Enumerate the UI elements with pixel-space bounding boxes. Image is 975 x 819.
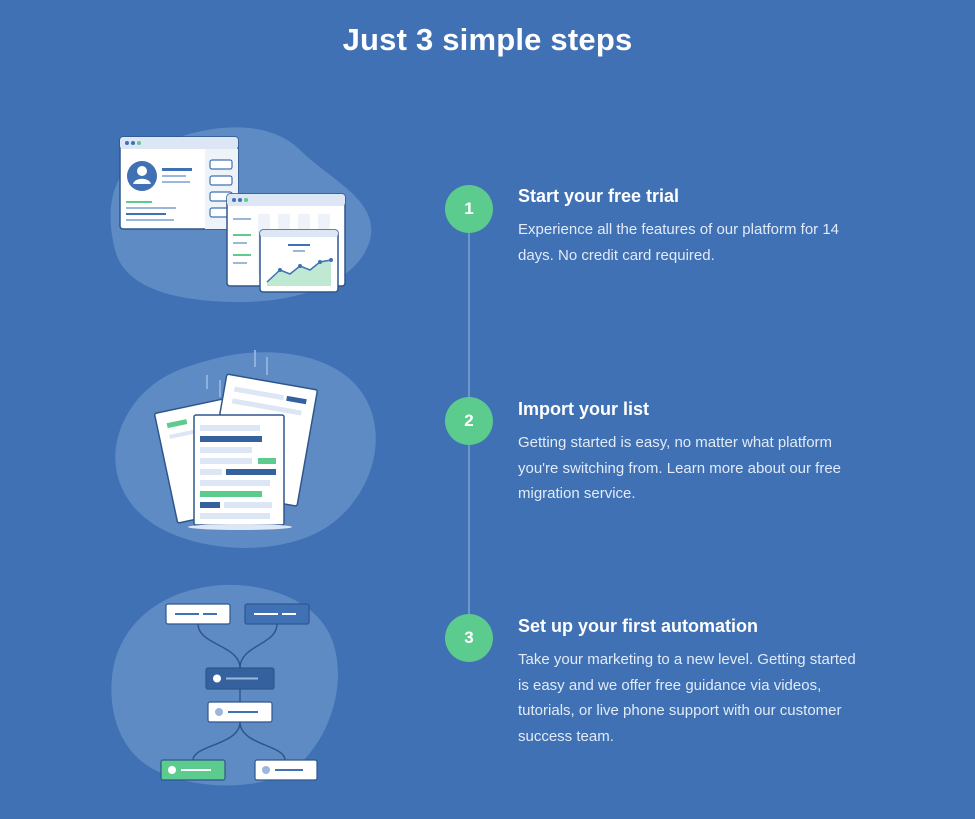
step-3-content: Set up your first automation Take your m…	[518, 614, 863, 749]
motion-lines	[206, 350, 268, 397]
automation-flow-illustration	[111, 584, 338, 786]
step-1-description: Experience all the features of our platf…	[518, 221, 840, 264]
document-stack-illustration	[115, 350, 376, 548]
flow-node-action-2	[207, 701, 273, 723]
page-title: Just 3 simple steps	[342, 22, 633, 57]
dashboard-windows-illustration	[110, 127, 372, 302]
flow-node-outcome-2	[254, 759, 318, 781]
flow-node-action-1	[205, 667, 275, 690]
step-3-title: Set up your first automation	[518, 616, 759, 636]
flow-node-trigger-2	[244, 603, 310, 625]
step-1-content: Start your free trial Experience all the…	[518, 184, 863, 268]
flow-node-outcome-1	[160, 759, 226, 781]
step-3-number-badge: 3	[445, 614, 493, 662]
step-2-content: Import your list Getting started is easy…	[518, 397, 863, 507]
step-2-title: Import your list	[518, 399, 650, 419]
step-1-number-badge: 1	[445, 185, 493, 233]
step-2-description: Getting started is easy, no matter what …	[518, 434, 842, 502]
flow-connectors	[192, 623, 286, 761]
paper-front	[193, 414, 285, 526]
step-1-title: Start your free trial	[518, 186, 680, 206]
chart-window	[259, 229, 339, 293]
flow-node-trigger-1	[165, 603, 231, 625]
step-2-number-badge: 2	[445, 397, 493, 445]
profile-window	[119, 136, 239, 230]
step-3-description: Take your marketing to a new level. Gett…	[518, 651, 856, 745]
